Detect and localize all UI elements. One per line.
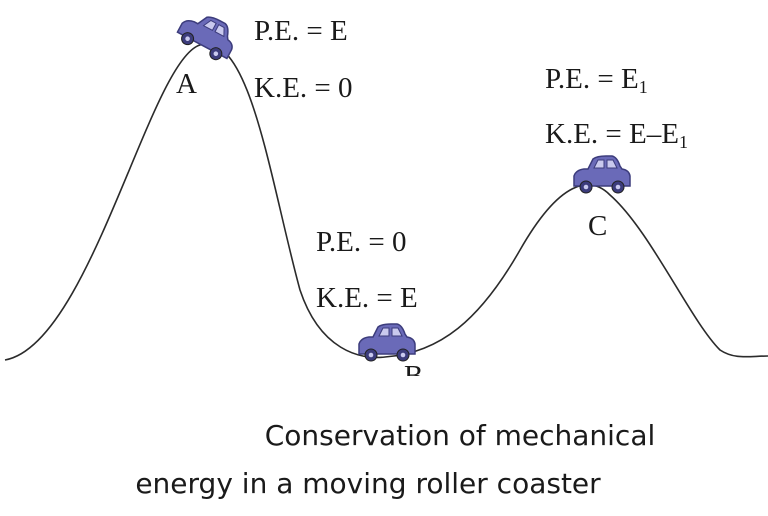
car-at-b	[358, 323, 416, 362]
caption-line-2: energy in a moving roller coaster	[135, 467, 601, 500]
energy-label-a-ke: K.E. = 0	[254, 72, 353, 104]
caption-line-1: Conservation of mechanical	[264, 419, 656, 452]
energy-label-c-pe-sub: 1	[638, 77, 648, 97]
car-at-c	[573, 155, 631, 194]
energy-label-c-pe: P.E. = E1	[545, 63, 648, 97]
energy-label-b-ke: K.E. = E	[316, 282, 418, 314]
point-b-label: B	[404, 362, 423, 376]
energy-label-c-ke: K.E. = E–E1	[545, 118, 688, 152]
energy-label-a-pe: P.E. = E	[254, 15, 348, 47]
energy-label-c-pe-text: P.E. = E	[545, 63, 639, 95]
roller-coaster-track	[4, 43, 768, 361]
energy-label-b-pe: P.E. = 0	[316, 226, 407, 258]
roller-coaster-diagram	[4, 4, 768, 362]
point-a-label: A	[176, 68, 197, 100]
energy-label-c-ke-sub: 1	[678, 132, 688, 152]
point-c-label: C	[588, 210, 608, 242]
energy-label-c-ke-text: K.E. = E–E	[545, 118, 679, 150]
car-at-a	[173, 4, 242, 66]
